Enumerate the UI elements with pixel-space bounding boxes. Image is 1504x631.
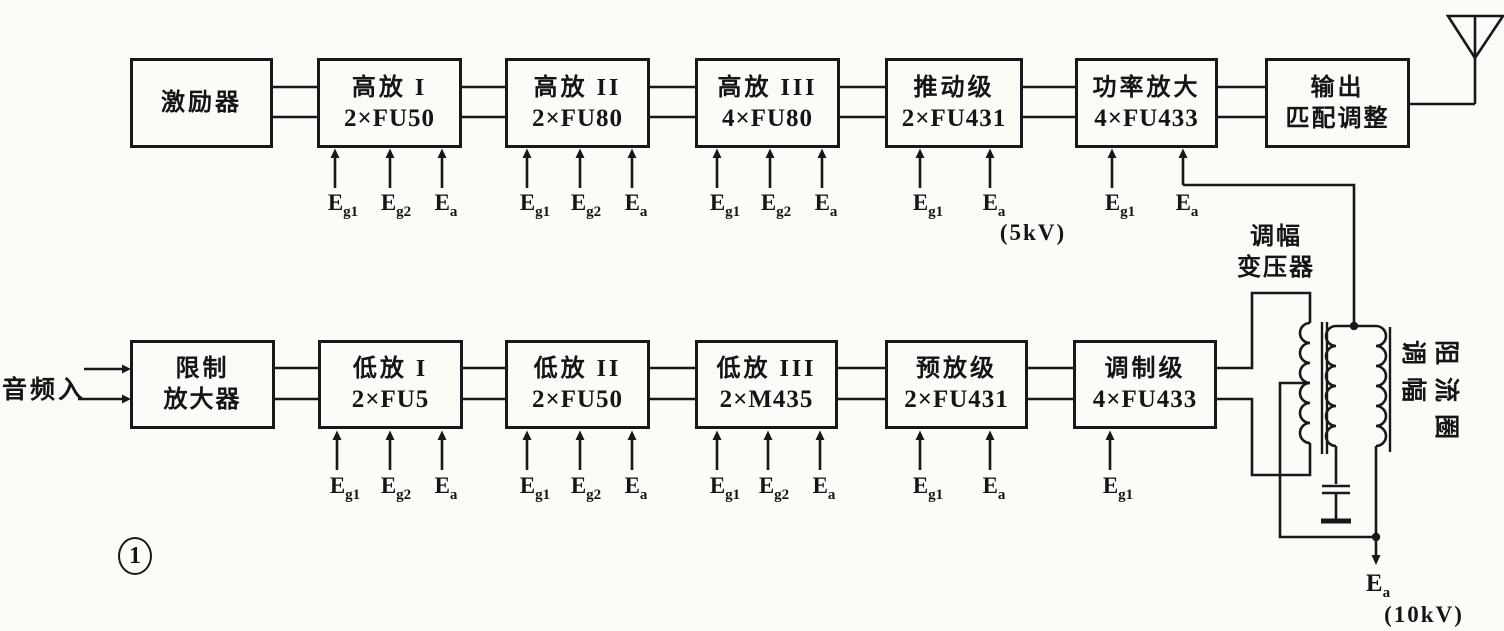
supply-label-ea: Ea (434, 473, 458, 504)
supply-label-eg2: Eg2 (380, 473, 412, 504)
modulator-output-bottom (1217, 397, 1312, 477)
block-title: 功率放大 (1092, 74, 1201, 101)
supply-label-eg2: Eg2 (570, 190, 602, 221)
block-title: 高放 III (717, 74, 818, 101)
block-rf-amp-3: 高放 III 4×FU80 (695, 58, 840, 148)
block-exciter: 激励器 (130, 58, 273, 148)
block-tube-type: 2×FU50 (531, 386, 624, 413)
choke-winding (1374, 324, 1388, 537)
modulation-transformer-label: 调幅 变压器 (1237, 224, 1315, 281)
block-output-matching: 输出 匹配调整 (1265, 58, 1410, 148)
block-tube-type: 2×FU431 (901, 104, 1007, 132)
block-tube-type: 4×FU433 (1092, 386, 1198, 413)
supply-label-ea: Ea (624, 190, 648, 221)
supply-label-eg1: Eg1 (912, 473, 944, 504)
pa-ea-feed-line (1183, 183, 1356, 326)
junction-dot (1349, 321, 1359, 331)
supply-label-ea: Ea (814, 190, 838, 221)
af-link-lines (273, 366, 1075, 401)
block-title: 低放 II (533, 356, 622, 382)
supply-label-eg1: Eg1 (1102, 473, 1134, 504)
block-tube-type: 2×FU5 (351, 386, 430, 413)
block-tube-type: 4×FU433 (1094, 104, 1199, 132)
supply-label-eg1: Eg1 (709, 190, 741, 221)
audio-input-arrow-stems (78, 367, 123, 401)
block-modulator-stage: 调制级 4×FU433 (1073, 340, 1217, 429)
supply-label-eg1: Eg1 (329, 473, 361, 504)
supply-label-eg2: Eg2 (760, 190, 792, 221)
rf-supply-arrow-stems (333, 157, 1185, 188)
block-title: 输出 (1310, 74, 1365, 101)
capacitor-icon (1322, 484, 1350, 519)
block-title: 高放 I (351, 74, 428, 101)
supply-label-ea: Ea (434, 190, 458, 221)
supply-label-ea: Ea (812, 473, 836, 504)
audio-input-label: 音频入 (2, 377, 87, 404)
supply-label-ea: Ea (982, 473, 1006, 504)
block-pre-modulator-stage: 预放级 2×FU431 (885, 340, 1028, 429)
transformer-secondary-winding (1324, 324, 1376, 484)
supply-label-eg2: Eg2 (380, 190, 412, 221)
supply-label-ea: Ea (1175, 190, 1199, 221)
plate-supply-arrowhead (1371, 555, 1381, 565)
block-title: 预放级 (916, 356, 997, 382)
block-title: 高放 II (533, 74, 622, 101)
audio-input-arrowheads (122, 364, 131, 404)
supply-label-eg1: Eg1 (912, 190, 944, 221)
rf-supply-arrowheads (330, 148, 1188, 158)
block-tube-type: 2×FU431 (904, 386, 1009, 413)
modulation-choke-label: 调幅 阻流圈 (1399, 340, 1459, 452)
block-tube-type: 2×FU80 (531, 104, 624, 132)
figure-number-badge: 1 (118, 537, 152, 575)
antenna-icon (1410, 14, 1504, 106)
supply-label-ea: Ea (982, 190, 1006, 221)
supply-label-eg2: Eg2 (570, 473, 602, 504)
block-limiting-amplifier: 限制 放大器 (130, 340, 275, 429)
af-supply-arrow-stems (335, 439, 1112, 470)
supply-label-eg1: Eg1 (1104, 190, 1136, 221)
block-tube-type: 2×M435 (719, 386, 814, 413)
block-title: 低放 I (352, 356, 429, 382)
driver-ea-voltage-note: (5kV) (999, 220, 1067, 245)
af-supply-arrowheads (332, 430, 1115, 440)
block-af-amp-3: 低放 III 2×M435 (695, 340, 838, 429)
plate-supply-label-ea: Ea (1365, 570, 1391, 601)
block-driver-stage: 推动级 2×FU431 (885, 58, 1023, 148)
block-title: 激励器 (161, 90, 242, 116)
block-tube-type: 4×FU80 (721, 104, 814, 132)
block-title: 限制 (175, 356, 230, 382)
block-power-amplifier: 功率放大 4×FU433 (1075, 58, 1218, 148)
block-title: 低放 III (716, 356, 817, 382)
block-title: 推动级 (913, 74, 995, 101)
modulator-output-top (1217, 291, 1312, 370)
block-af-amp-1: 低放 I 2×FU5 (318, 340, 463, 429)
supply-label-eg1: Eg1 (519, 473, 551, 504)
block-tube-type: 2×FU50 (343, 104, 436, 132)
supply-label-eg1: Eg1 (327, 190, 359, 221)
block-af-amp-2: 低放 II 2×FU50 (505, 340, 650, 429)
supply-label-eg1: Eg1 (709, 473, 741, 504)
block-rf-amp-2: 高放 II 2×FU80 (505, 58, 650, 148)
supply-label-eg2: Eg2 (758, 473, 790, 504)
rf-link-lines (271, 85, 1267, 119)
plate-supply-voltage-note: (10kV) (1384, 602, 1464, 627)
primary-center-tap-line (1278, 381, 1376, 539)
supply-label-eg1: Eg1 (519, 190, 551, 221)
block-title: 调制级 (1104, 356, 1186, 382)
block-rf-amp-1: 高放 I 2×FU50 (317, 58, 462, 148)
supply-label-ea: Ea (624, 473, 648, 504)
block-title-line2: 放大器 (163, 387, 242, 413)
junction-dot (1371, 532, 1381, 542)
block-title-line2: 匹配调整 (1285, 105, 1390, 132)
